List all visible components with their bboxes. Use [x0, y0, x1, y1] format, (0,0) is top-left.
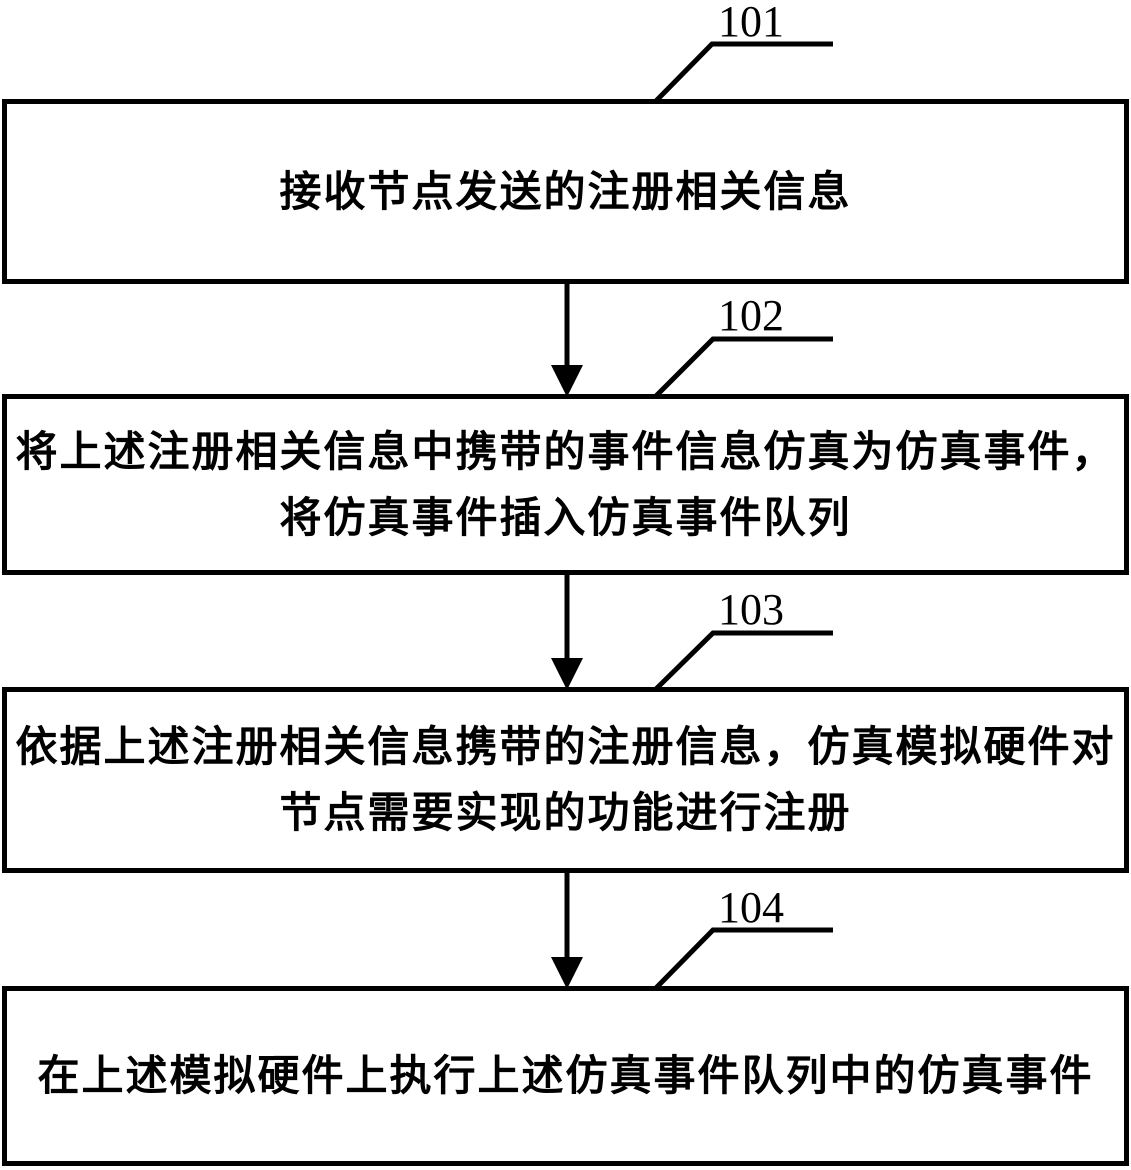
step-box-102: 将上述注册相关信息中携带的事件信息仿真为仿真事件，将仿真事件插入仿真事件队列 — [2, 394, 1129, 575]
step-box-104: 在上述模拟硬件上执行上述仿真事件队列中的仿真事件 — [2, 986, 1129, 1166]
leader-line-101 — [653, 41, 833, 104]
arrowhead-2 — [551, 658, 583, 690]
step-text-101: 接收节点发送的注册相关信息 — [279, 166, 852, 216]
leader-line-104 — [653, 927, 833, 991]
step-text-103: 依据上述注册相关信息携带的注册信息，仿真模拟硬件对节点需要实现的功能进行注册 — [15, 722, 1116, 837]
leader-line-102 — [653, 336, 833, 399]
step-number-104: 104 — [718, 883, 784, 932]
step-number-103: 103 — [718, 585, 784, 634]
arrowhead-3 — [551, 957, 583, 989]
step-text-104: 在上述模拟硬件上执行上述仿真事件队列中的仿真事件 — [37, 1051, 1094, 1100]
step-text-102: 将上述注册相关信息中携带的事件信息仿真为仿真事件，将仿真事件插入仿真事件队列 — [15, 426, 1116, 542]
step-box-103: 依据上述注册相关信息携带的注册信息，仿真模拟硬件对节点需要实现的功能进行注册 — [2, 687, 1129, 873]
step-number-101: 101 — [718, 0, 784, 46]
leader-line-103 — [653, 630, 833, 692]
step-box-101: 接收节点发送的注册相关信息 — [2, 99, 1129, 284]
arrowhead-1 — [551, 365, 583, 397]
step-number-102: 102 — [718, 291, 784, 340]
